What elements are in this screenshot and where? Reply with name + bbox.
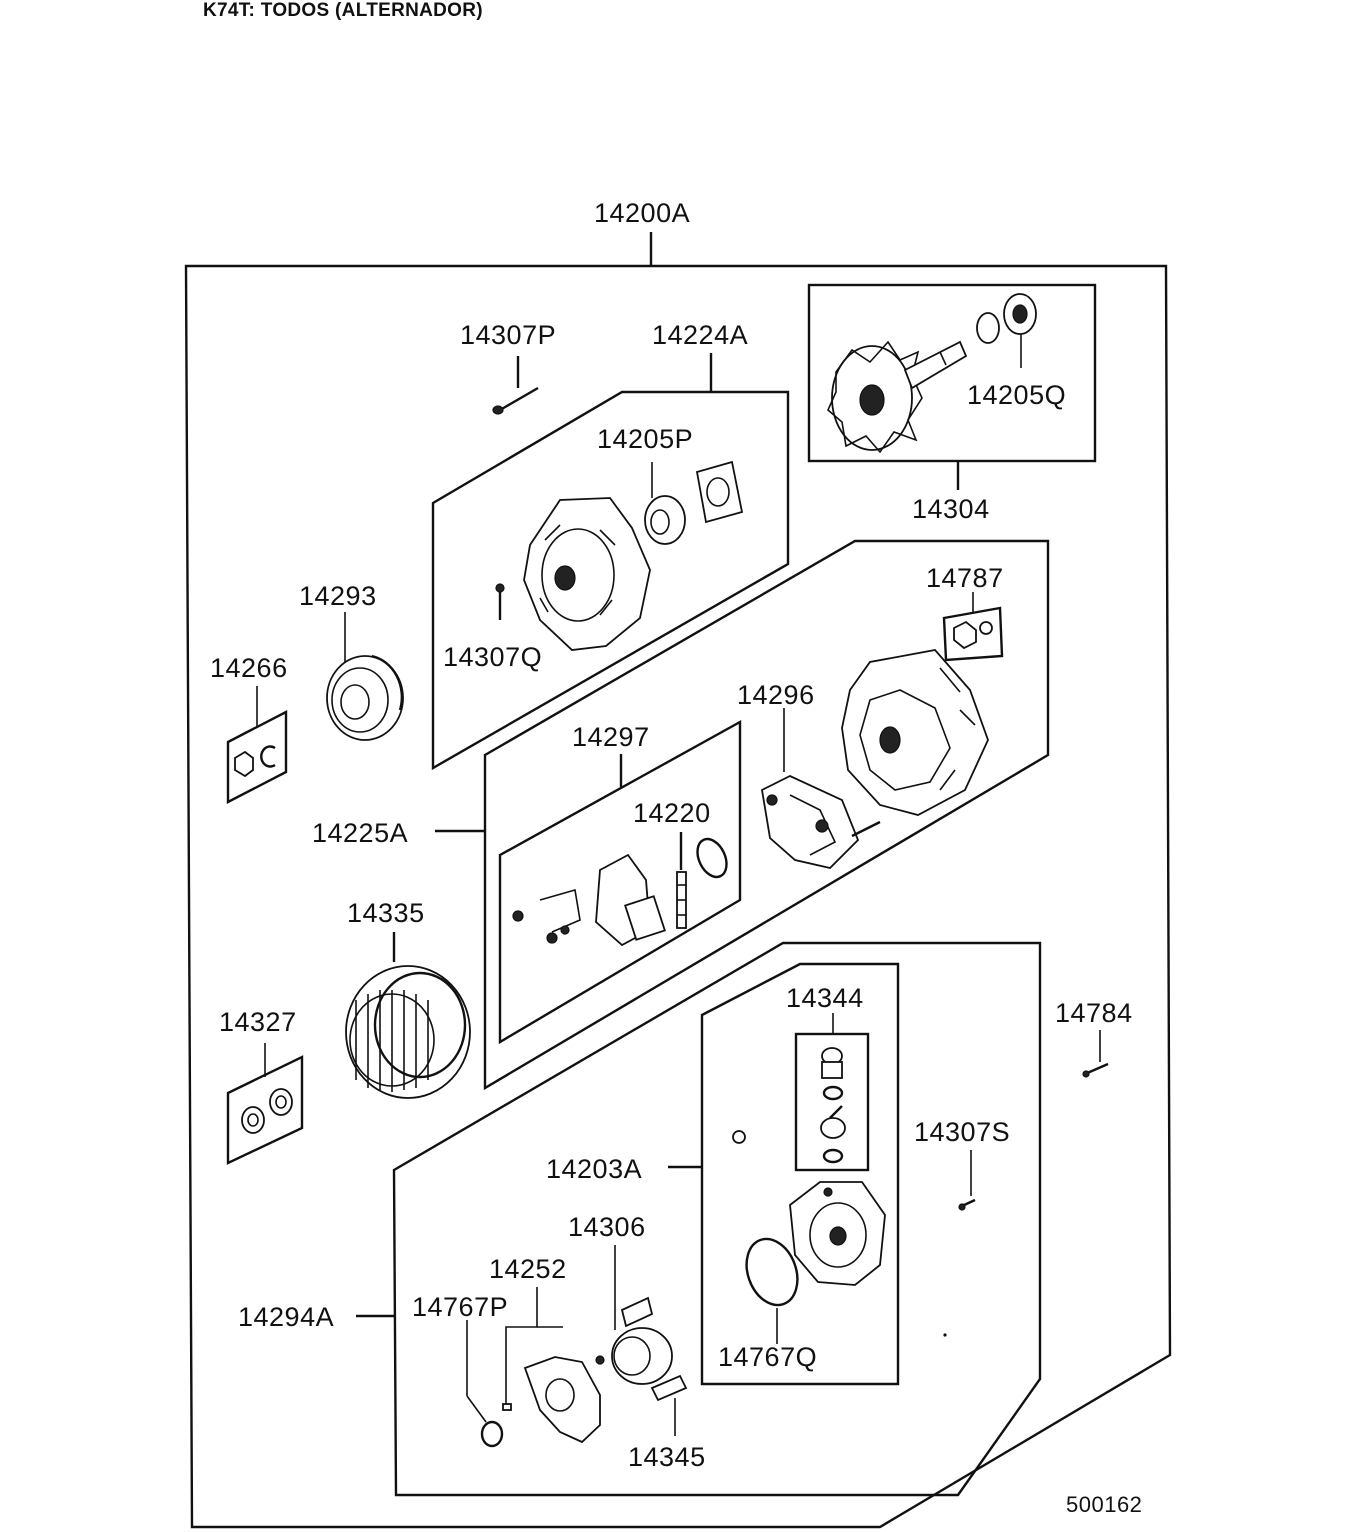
label-14344: 14344 — [786, 983, 864, 1013]
washers-14327-group — [226, 1043, 304, 1165]
label-14297: 14297 — [572, 722, 650, 752]
pump-cover-14252-part — [502, 1287, 601, 1444]
label-14266: 14266 — [210, 653, 288, 683]
label-14767P: 14767P — [412, 1292, 508, 1322]
label-14307P: 14307P — [460, 320, 556, 350]
label-14307Q: 14307Q — [443, 642, 542, 672]
label-14327: 14327 — [219, 1007, 297, 1037]
rotor-part — [827, 340, 968, 454]
outer-assembly-frame — [184, 232, 1172, 1529]
screw-14307Q-part — [495, 583, 505, 620]
front-bracket-part — [523, 497, 651, 651]
stator-14335-part — [345, 932, 471, 1099]
label-14296: 14296 — [737, 680, 815, 710]
rear-bracket-assembly-group — [435, 539, 1050, 1091]
plate-14345-part — [650, 1374, 688, 1436]
label-14224A: 14224A — [652, 320, 748, 350]
rotor-group — [807, 283, 1097, 490]
label-14220: 14220 — [633, 798, 711, 828]
terminal-14787-group — [942, 592, 1004, 662]
brush-spring-14220-part — [676, 832, 728, 929]
label-14767Q: 14767Q — [718, 1342, 817, 1372]
label-14203A: 14203A — [546, 1154, 642, 1184]
pump-body-14203A-group — [668, 962, 947, 1386]
label-14787: 14787 — [926, 563, 1004, 593]
pump-rotor-14306-part — [595, 1245, 673, 1385]
label-14252: 14252 — [489, 1254, 567, 1284]
diagram-header-title: K74T: TODOS (ALTERNADOR) — [203, 0, 483, 21]
label-14306: 14306 — [568, 1212, 646, 1242]
bearing-14205P-part — [644, 462, 686, 545]
bearing-14205Q-part — [976, 293, 1037, 368]
nut-washer-14266-group — [226, 686, 288, 804]
o-ring-14767P-part — [466, 1320, 504, 1448]
bearing-retainer-part — [695, 460, 744, 524]
label-14293: 14293 — [299, 581, 377, 611]
rear-bracket-part — [841, 649, 989, 816]
label-14200A: 14200A — [594, 198, 690, 228]
bolt-14784-part — [1082, 1030, 1109, 1078]
rectifier-14296-part — [761, 708, 881, 869]
label-14205P: 14205P — [597, 424, 693, 454]
label-14345: 14345 — [628, 1442, 706, 1472]
label-14307S: 14307S — [914, 1117, 1010, 1147]
front-bracket-group — [431, 353, 790, 771]
screw-14307S-part — [958, 1150, 976, 1211]
label-14294A: 14294A — [238, 1302, 334, 1332]
pulley-14293-part — [326, 612, 404, 741]
label-14205Q: 14205Q — [967, 380, 1066, 410]
label-14225A: 14225A — [312, 818, 408, 848]
screw-14307P-part — [492, 356, 539, 415]
label-14335: 14335 — [347, 898, 425, 928]
brush-holder-14297-group — [498, 719, 742, 1045]
pump-assembly-14294A-group — [356, 941, 1042, 1497]
diagram-code: 500162 — [1066, 1492, 1142, 1517]
label-14784: 14784 — [1055, 998, 1133, 1028]
label-14304: 14304 — [912, 494, 990, 524]
